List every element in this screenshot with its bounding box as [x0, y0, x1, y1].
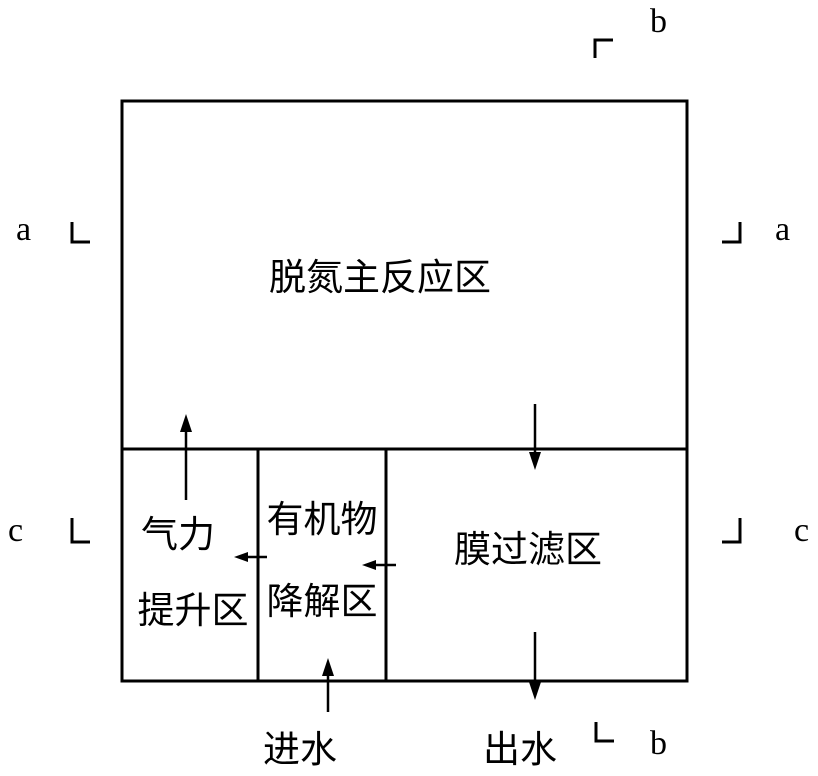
section-marker-a-right: [722, 222, 742, 244]
arrow-airlift-up-head: [180, 414, 192, 432]
section-letter-b-top: b: [650, 3, 667, 40]
section-marker-a-left: [70, 222, 90, 244]
arrow-main-to-membrane-head: [529, 452, 541, 470]
section-letter-b-bottom: b: [650, 725, 667, 762]
zone-label-air-lift-line1: 气力: [141, 513, 215, 556]
zone-label-air-lift-line2: 提升区: [138, 589, 249, 632]
section-marker-b-bottom: [594, 722, 614, 743]
section-letter-c-left: c: [8, 512, 23, 549]
zone-label-organic-line2: 降解区: [267, 580, 378, 623]
section-letter-c-right: c: [794, 512, 809, 549]
section-letter-a-left: a: [16, 211, 31, 248]
arrow-organic-to-airlift-head: [234, 552, 248, 562]
zone-label-membrane-filtration: 膜过滤区: [454, 528, 602, 571]
zone-label-organic-line1: 有机物: [267, 498, 378, 541]
outlet-label: 出水: [483, 728, 557, 771]
arrow-membrane-to-organic-head: [362, 560, 376, 570]
section-letter-a-right: a: [775, 211, 790, 248]
reactor-outline: [120, 99, 689, 683]
zone-label-denitrification-main: 脱氮主反应区: [269, 256, 491, 299]
section-marker-c-left: [70, 518, 90, 544]
section-marker-c-right: [722, 518, 742, 544]
arrow-inlet-head: [322, 658, 334, 676]
inlet-label: 进水: [263, 728, 337, 771]
arrow-outlet-head: [529, 682, 541, 700]
section-marker-b-top: [593, 38, 613, 58]
